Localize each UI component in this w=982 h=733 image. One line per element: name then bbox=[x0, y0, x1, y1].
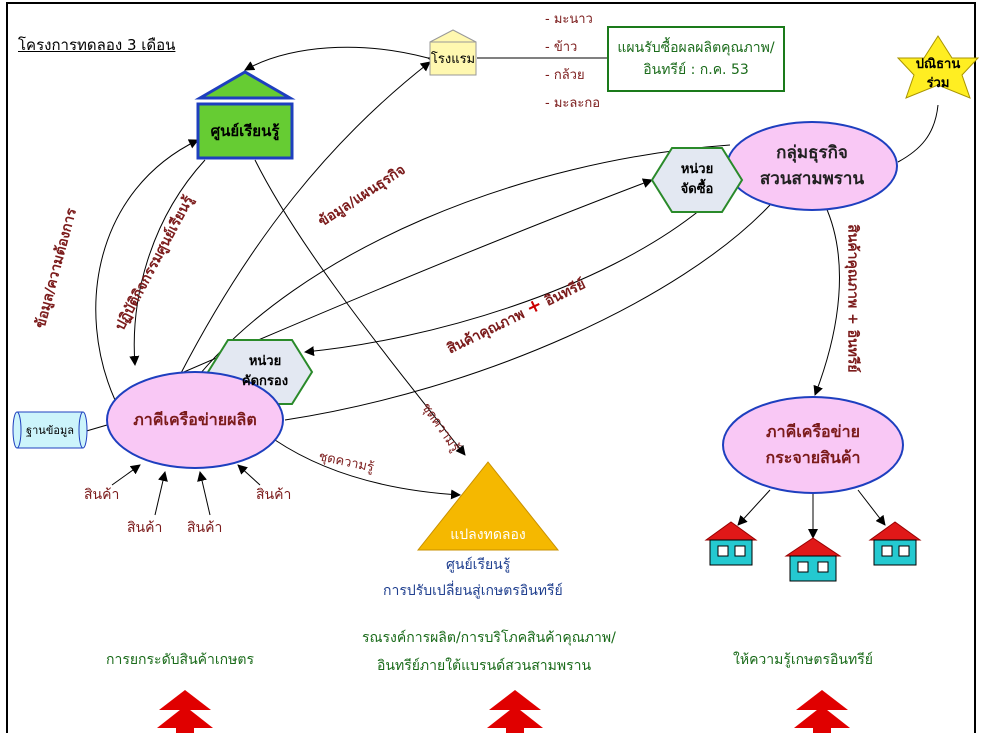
producer-network-shape bbox=[106, 371, 284, 469]
hotel-shape bbox=[429, 29, 477, 76]
outcome-middle-line: อินทรีย์ภายใต้แบรนด์สวนสามพราน bbox=[377, 658, 592, 674]
learning-center-shape bbox=[194, 70, 296, 160]
edge-purchase-to-screening bbox=[304, 209, 701, 357]
edge-goods-2 bbox=[154, 471, 168, 516]
diagram-frame bbox=[6, 2, 976, 733]
trial-plot-label: แปลงทดลอง bbox=[430, 522, 546, 548]
product-item: - มะละกอ bbox=[545, 96, 601, 111]
hotel-text: โรงแรม bbox=[430, 52, 476, 67]
database-label: ฐานข้อมูล bbox=[17, 412, 83, 448]
edge-hotel-to-center bbox=[244, 46, 438, 71]
page-title: โครงการทดลอง 3 เดือน bbox=[18, 36, 176, 54]
house-icon-3 bbox=[868, 521, 922, 566]
trial-caption-line: การปรับเปลี่ยนสู่เกษตรอินทรีย์ bbox=[383, 583, 563, 599]
trial-plot-triangle bbox=[416, 461, 560, 551]
edge-cosponsor-to-group bbox=[897, 104, 939, 163]
distributor-network-label: ภาคีเครือข่าย กระจายสินค้า bbox=[723, 397, 903, 493]
edge-goods-4 bbox=[237, 464, 261, 486]
up-arrow-icon-left bbox=[157, 690, 213, 733]
database-text: ฐานข้อมูล bbox=[26, 424, 74, 437]
edge-group-to-producer bbox=[194, 144, 731, 381]
edge-dist-house-3 bbox=[857, 489, 886, 526]
edge-goods-3 bbox=[197, 471, 211, 516]
co-sponsor-label: ปณิธาน ร่วม bbox=[908, 52, 968, 96]
edge-producer-to-hotel bbox=[179, 61, 431, 376]
product-item: - ข้าว bbox=[545, 40, 578, 55]
learning-center-text: ศูนย์เรียนรู้ bbox=[210, 122, 280, 140]
edge-dist-house-1 bbox=[737, 489, 771, 526]
screening-unit-label: หน่วย คัดกรอง bbox=[225, 342, 305, 402]
up-arrow-icon-middle bbox=[487, 690, 543, 733]
hotel-label: โรงแรม bbox=[430, 42, 476, 75]
business-group-label: กลุ่มธุรกิจ สวนสามพราน bbox=[727, 122, 897, 210]
screening-unit-line: คัดกรอง bbox=[241, 374, 289, 389]
edge-label-distribution: สินค้าคุณภาพ + อินทรีย์ bbox=[844, 224, 861, 373]
goods-label: สินค้า bbox=[187, 520, 223, 536]
goods-label: สินค้า bbox=[84, 487, 120, 503]
database-shape bbox=[12, 411, 88, 449]
co-sponsor-star bbox=[896, 35, 980, 99]
goods-label: สินค้า bbox=[256, 487, 292, 503]
house-icon-2 bbox=[784, 537, 842, 582]
purchasing-unit-shape bbox=[650, 147, 744, 213]
edge-producer-to-group bbox=[284, 204, 771, 421]
screening-unit-line: หน่วย bbox=[248, 353, 282, 369]
house-icon-1 bbox=[704, 521, 758, 566]
edge-center-to-triangle bbox=[254, 159, 466, 456]
distributor-network-line: ภาคีเครือข่าย bbox=[766, 422, 860, 442]
purchase-plan-line: แผนรับซื้อผลผลิตคุณภาพ/ bbox=[617, 39, 775, 56]
purchasing-unit-label: หน่วย จัดซื้อ bbox=[662, 150, 732, 210]
distributor-network-line: กระจายสินค้า bbox=[765, 448, 861, 467]
trial-caption-line: ศูนย์เรียนรู้ bbox=[446, 557, 511, 573]
outcome-left: การยกระดับสินค้าเกษตร bbox=[106, 652, 254, 668]
edge-goods-1 bbox=[111, 464, 141, 486]
product-item: - กล้วย bbox=[545, 68, 585, 83]
purchase-plan-shape bbox=[607, 26, 785, 92]
distributor-network-shape bbox=[722, 396, 904, 494]
edge-group-to-distributor bbox=[813, 204, 840, 396]
outcome-right: ให้ความรู้เกษตรอินทรีย์ bbox=[733, 652, 873, 668]
co-sponsor-line: ปณิธาน bbox=[915, 56, 961, 72]
purchasing-unit-line: จัดซื้อ bbox=[680, 182, 714, 197]
co-sponsor-line: ร่วม bbox=[926, 76, 950, 91]
purchase-plan-line: อินทรีย์ : ก.ค. 53 bbox=[643, 62, 749, 78]
edge-center-to-producer bbox=[129, 159, 206, 366]
purchase-plan-label: แผนรับซื้อผลผลิตคุณภาพ/ อินทรีย์ : ก.ค. … bbox=[608, 27, 784, 91]
producer-network-text: ภาคีเครือข่ายผลิต bbox=[133, 409, 257, 429]
outcome-middle-line: รณรงค์การผลิต/การบริโภคสินค้าคุณภาพ/ bbox=[362, 630, 616, 646]
producer-network-label: ภาคีเครือข่ายผลิต bbox=[107, 372, 283, 468]
up-arrow-icon-right bbox=[794, 690, 850, 733]
learning-center-label: ศูนย์เรียนรู้ bbox=[198, 104, 292, 158]
edge-producer-to-plot bbox=[274, 439, 461, 500]
edge-producer-to-center-left bbox=[95, 139, 199, 401]
business-group-line: กลุ่มธุรกิจ bbox=[776, 142, 848, 163]
business-group-line: สวนสามพราน bbox=[759, 169, 865, 189]
goods-label: สินค้า bbox=[127, 520, 163, 536]
purchasing-unit-line: หน่วย bbox=[680, 161, 714, 177]
trial-plot-text: แปลงทดลอง bbox=[450, 527, 526, 543]
product-item: - มะนาว bbox=[545, 12, 593, 27]
